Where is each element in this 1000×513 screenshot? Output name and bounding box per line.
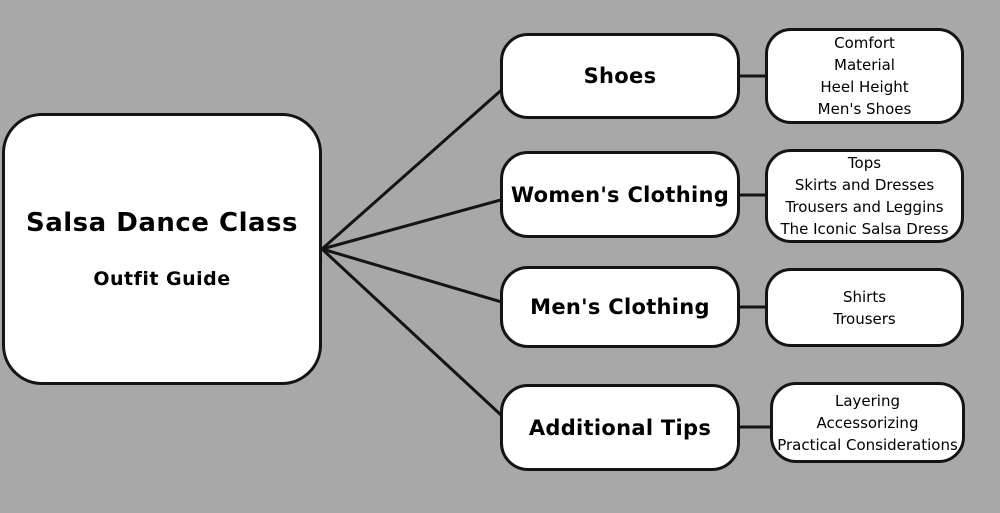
leaf-item: The Iconic Salsa Dress	[780, 220, 949, 238]
edge-root-mens-clothing	[320, 247, 517, 308]
leaf-item: Practical Considerations	[777, 435, 958, 454]
leaf-item: Tops	[847, 154, 882, 172]
root-title: Salsa Dance Class	[26, 208, 298, 238]
leaf-node-mens-details: Shirts Trousers	[765, 268, 964, 347]
leaf-item: Trousers and Leggins	[785, 198, 944, 216]
edge-root-shoes	[320, 76, 517, 251]
leaf-item: Layering	[834, 391, 901, 410]
branch-label-shoes: Shoes	[583, 64, 657, 88]
leaf-item: Accessorizing	[816, 413, 919, 432]
leaf-item: Comfort	[834, 34, 895, 52]
edge-root-womens-clothing	[320, 194, 517, 251]
branch-label-womens-clothing: Women's Clothing	[510, 182, 730, 207]
branch-node-mens-clothing: Men's Clothing	[500, 266, 740, 348]
branch-node-shoes: Shoes	[500, 33, 740, 119]
branch-label-mens-clothing: Men's Clothing	[530, 295, 710, 319]
leaf-item: Heel Height	[820, 78, 909, 96]
leaf-item: Men's Shoes	[817, 100, 912, 118]
root-node: Salsa Dance Class Outfit Guide	[2, 113, 322, 385]
leaf-node-additional-details: Layering Accessorizing Practical Conside…	[770, 382, 965, 463]
root-subtitle: Outfit Guide	[93, 268, 231, 290]
leaf-item: Trousers	[833, 309, 896, 328]
branch-node-womens-clothing: Women's Clothing	[500, 151, 740, 238]
leaf-item: Material	[834, 56, 895, 74]
branch-node-additional-tips: Additional Tips	[500, 384, 740, 471]
leaf-node-womens-details: Tops Skirts and Dresses Trousers and Leg…	[765, 149, 964, 243]
edge-root-additional-tips	[320, 247, 517, 430]
leaf-item: Shirts	[842, 287, 887, 306]
leaf-node-shoes-details: Comfort Material Heel Height Men's Shoes	[765, 28, 964, 124]
leaf-item: Skirts and Dresses	[794, 176, 935, 194]
branch-label-additional-tips: Additional Tips	[528, 415, 712, 440]
